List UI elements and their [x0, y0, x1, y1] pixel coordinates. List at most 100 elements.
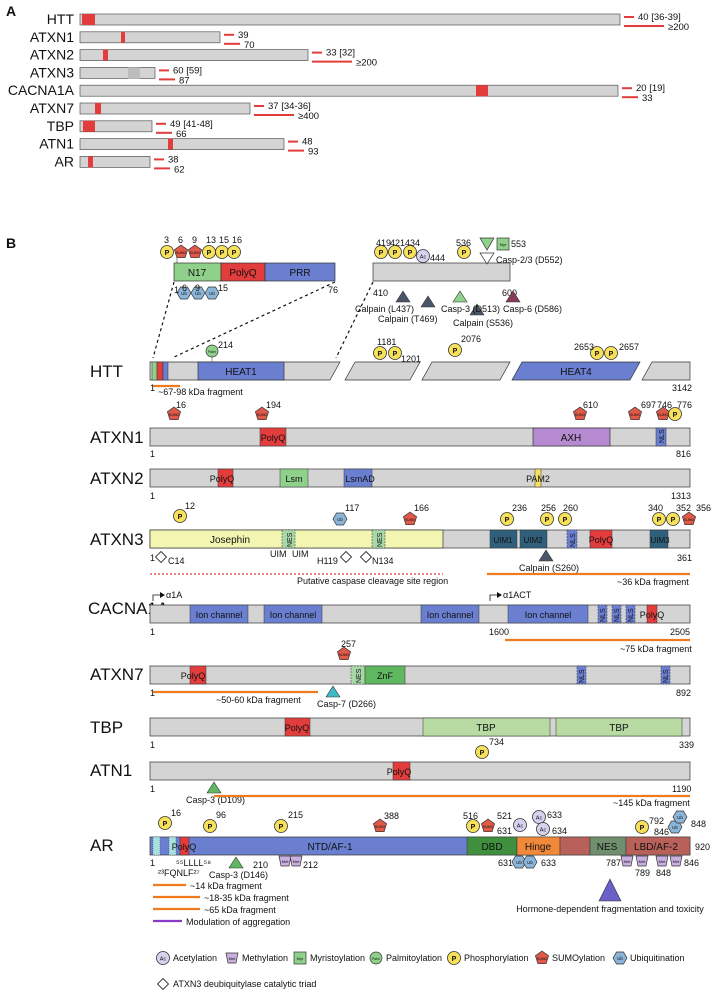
normal-repeat-label: 20 [19] — [636, 83, 665, 94]
site: 419 — [376, 238, 391, 248]
site: 536 — [456, 238, 471, 248]
fragment-label: ~65 kDa fragment — [204, 905, 276, 915]
site: 516 — [463, 811, 478, 821]
seq-end: 1313 — [671, 491, 691, 501]
gene-label: ATN1 — [39, 136, 74, 152]
site: 256 — [541, 503, 556, 513]
acetyl-icon — [536, 822, 550, 836]
domain-polyq: PolyQ — [387, 767, 412, 777]
site: 257 — [341, 639, 356, 649]
legend-label: Myristoylation — [310, 953, 365, 963]
phospho-icon — [203, 819, 217, 833]
seq-mid: 1600 — [489, 627, 509, 637]
domain-nes: NES — [377, 532, 384, 547]
domain-uim: UIM — [292, 549, 309, 559]
inset-start: 410 — [373, 288, 388, 298]
protein-bar — [79, 49, 309, 61]
domain-znf: ZnF — [377, 671, 394, 681]
phospho-icon — [447, 951, 461, 965]
cleavage-label: Casp-6 (D586) — [503, 304, 562, 314]
gene-label: TBP — [47, 118, 74, 134]
seq-end: 361 — [677, 553, 692, 563]
site: 236 — [512, 503, 527, 513]
seq-end: 1190 — [672, 784, 691, 794]
site: 846 — [654, 827, 669, 837]
isoform-a1act: α1ACT — [503, 590, 532, 600]
motif-llll: ⁵⁵LLLL⁵⁸ — [176, 858, 211, 868]
site: 214 — [218, 340, 233, 350]
domain-nes: NES — [287, 532, 294, 547]
site: 2657 — [619, 342, 639, 352]
site: 3 — [164, 235, 169, 245]
domain-nls: NLS — [570, 533, 577, 547]
normal-repeat-label: 38 — [168, 154, 179, 165]
seq-end: 892 — [676, 688, 691, 698]
seq-end: 816 — [676, 449, 691, 459]
gene-label: ATXN3 — [30, 64, 74, 80]
phospho-icon — [604, 346, 618, 360]
protein-bar — [79, 102, 251, 115]
legend-label: Palmitoylation — [386, 953, 442, 963]
normal-repeat-label: 60 [59] — [173, 65, 202, 76]
polyq-mark — [121, 31, 125, 43]
phospho-icon — [173, 509, 187, 523]
legend-label: ATXN3 deubiquitylase catalytic triad — [173, 979, 316, 989]
myristoyl-icon — [496, 237, 510, 251]
inset-start: 1 — [174, 285, 179, 295]
fragment-label: ~14 kDa fragment — [190, 881, 262, 891]
sumo-icon — [173, 244, 189, 259]
expanded-repeat-label: 70 — [244, 40, 255, 51]
diamond-icon — [340, 551, 352, 563]
normal-repeat-label: 33 [32] — [326, 48, 355, 59]
methyl-icon — [278, 855, 292, 867]
site: 210 — [253, 860, 268, 870]
acetyl-icon — [416, 249, 430, 263]
sumo-icon — [627, 406, 643, 421]
domain-ion-channel: Ion channel — [525, 610, 572, 620]
fragment-label: ~50-60 kDa fragment — [216, 695, 301, 705]
methyl-icon — [289, 855, 303, 867]
site: 633 — [547, 810, 562, 820]
site: 787 — [606, 858, 621, 868]
sumo-icon — [187, 244, 203, 259]
palmitoyl-icon — [205, 344, 219, 358]
protein-atxn3: ATXN3 Josephin NES NES UIM UIM UIM1 UIM2… — [90, 501, 711, 587]
cleavage-label: Calpain (L437) — [355, 304, 414, 314]
protein-tbp: TBP PolyQ TBP TBP 1 339 — [90, 717, 694, 750]
normal-repeat-label: 49 [41-48] — [170, 119, 213, 130]
protein-cacna1a: CACNA1A α1A α1ACT Ion channel Ion channe… — [88, 590, 692, 654]
domain-pam2: PAM2 — [526, 474, 550, 484]
phospho-icon — [635, 820, 649, 834]
seq-end: 920 — [695, 842, 710, 852]
site: 117 — [345, 503, 359, 513]
gene-label-atxn3: ATXN3 — [90, 530, 144, 549]
methyl-icon — [620, 855, 634, 867]
site: 421 — [390, 238, 405, 248]
site: 848 — [691, 819, 706, 829]
protein-bar — [79, 67, 156, 79]
site: 352 — [676, 503, 691, 513]
fragment-label: ~18-35 kDa fragment — [204, 893, 289, 903]
phospho-icon — [652, 512, 666, 526]
ub-site: 15 — [218, 283, 228, 293]
domain-nls: NLS — [659, 429, 666, 443]
fragment-label: ~75 kDa fragment — [620, 644, 692, 654]
site: 194 — [266, 400, 281, 410]
domain-ion-channel: Ion channel — [196, 610, 243, 620]
inset-end: 600 — [502, 288, 517, 298]
inset-domain-prr: PRR — [289, 268, 310, 279]
myristoyl-icon — [293, 951, 307, 965]
domain-polyq: PolyQ — [285, 723, 310, 733]
legend-label: Ubiquitination — [630, 953, 685, 963]
polyq-mark — [103, 49, 108, 61]
site: 610 — [583, 400, 598, 410]
legend-label: Methylation — [242, 953, 288, 963]
protein-atxn7: ATXN7 PolyQ NES ZnF NLS NLS 257 Casp-7 (… — [90, 639, 691, 709]
site: 16 — [232, 235, 242, 245]
phospho-icon — [227, 245, 241, 259]
seq-start: 1 — [150, 553, 155, 563]
methyl-icon — [669, 855, 683, 867]
site: 356 — [696, 503, 711, 513]
